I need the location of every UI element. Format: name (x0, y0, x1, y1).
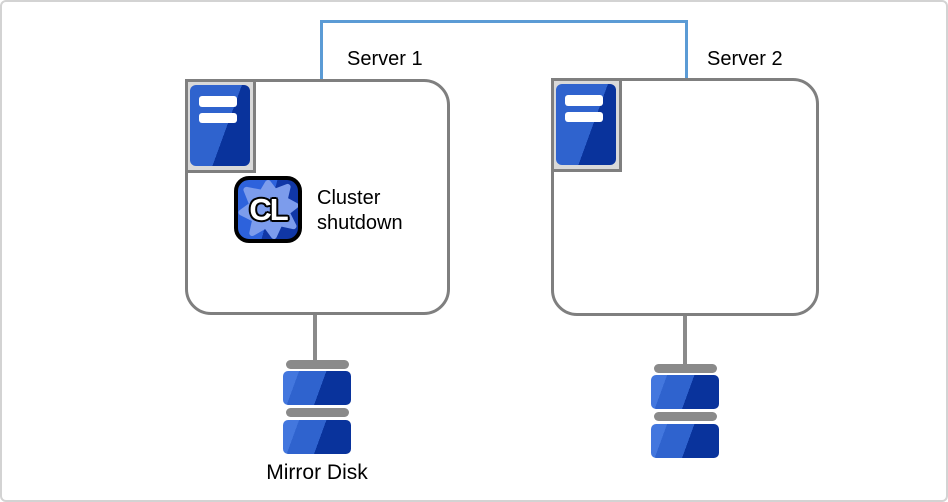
interconnect-line (320, 20, 688, 79)
server-tower-body (556, 84, 616, 165)
mirror-disk-label: Mirror Disk (266, 461, 368, 484)
disk-cap (653, 412, 717, 421)
cluster-shutdown-label: Cluster shutdown (317, 187, 403, 234)
mirror-disk-icon (283, 360, 351, 454)
disk-platter (283, 420, 351, 454)
gear-icon (238, 180, 298, 239)
cluster-shutdown-icon: CL (234, 176, 302, 243)
server-2-label: Server 2 (707, 48, 783, 70)
disk-cap (285, 360, 349, 369)
disk-connector-line (313, 315, 317, 362)
server-drive-slot (565, 112, 603, 122)
server-drive-slot (199, 96, 237, 107)
server-drive-slot (565, 95, 603, 106)
disk-cap (285, 408, 349, 417)
cluster-icon-text: CL (249, 191, 288, 227)
server-drive-slot (199, 113, 237, 123)
mirror-disk-icon (651, 364, 719, 458)
disk-platter (651, 424, 719, 458)
disk-cap (653, 364, 717, 373)
server-tower-icon (185, 79, 256, 173)
server-1-label: Server 1 (347, 48, 423, 70)
disk-platter (651, 375, 719, 409)
disk-connector-line (683, 316, 687, 366)
server-tower-icon (551, 78, 622, 172)
server-tower-body (190, 85, 250, 166)
disk-platter (283, 371, 351, 405)
